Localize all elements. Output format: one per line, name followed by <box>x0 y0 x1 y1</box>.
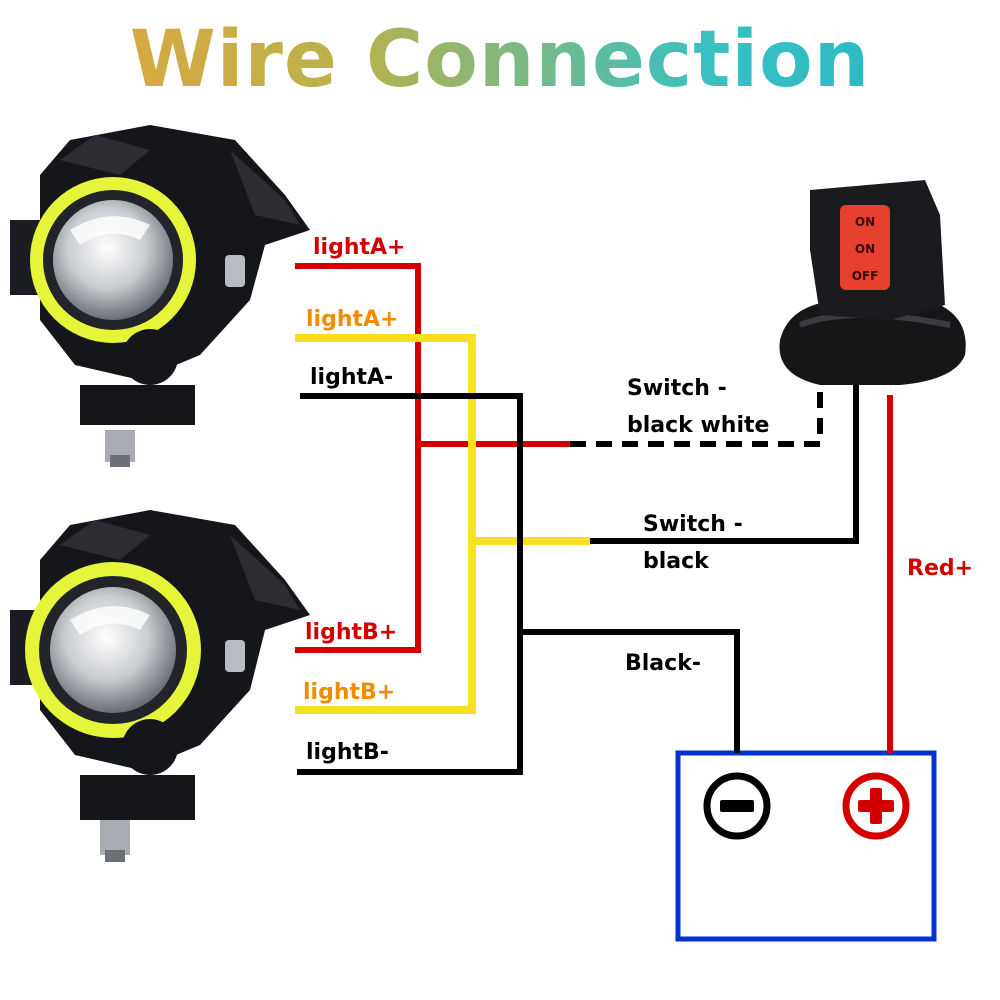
wire-switch-black <box>590 385 859 544</box>
label-switch-black-2: black <box>643 549 710 574</box>
switch-label-on-top: ON <box>855 215 875 229</box>
wire-light-a-negative <box>297 393 523 775</box>
label-lightA-pos-red: lightA+ <box>313 235 405 260</box>
wire-light-a-positive-red <box>295 263 421 653</box>
label-lightB-neg: lightB- <box>306 740 389 765</box>
wire-light-a-positive-yellow <box>295 334 476 714</box>
wire-battery-negative <box>520 629 740 753</box>
label-lightB-pos-yellow: lightB+ <box>303 680 395 705</box>
switch-label-on-mid: ON <box>855 242 875 256</box>
battery-frame <box>675 750 937 942</box>
lamp-b-icon <box>10 510 310 862</box>
wire-switch-black-white <box>570 385 823 447</box>
label-black-neg: Black- <box>625 651 701 676</box>
label-switch-black-white-1: Switch - <box>627 376 727 401</box>
lamp-a-icon <box>10 125 310 467</box>
switch-button <box>840 205 890 290</box>
label-lightB-pos-red: lightB+ <box>305 620 397 645</box>
plus-terminal-icon <box>842 772 910 840</box>
label-switch-black-1: Switch - <box>643 512 743 537</box>
switch-icon: ON ON OFF <box>779 180 966 385</box>
diagram-title: Wire Connection <box>0 17 1000 104</box>
label-lightA-neg: lightA- <box>310 365 393 390</box>
switch-label-off: OFF <box>852 269 879 283</box>
battery <box>675 750 937 942</box>
label-red-pos: Red+ <box>907 556 973 581</box>
label-lightA-pos-yellow: lightA+ <box>306 307 398 332</box>
label-switch-black-white-2: black white <box>627 413 769 438</box>
minus-terminal-icon <box>703 772 771 840</box>
